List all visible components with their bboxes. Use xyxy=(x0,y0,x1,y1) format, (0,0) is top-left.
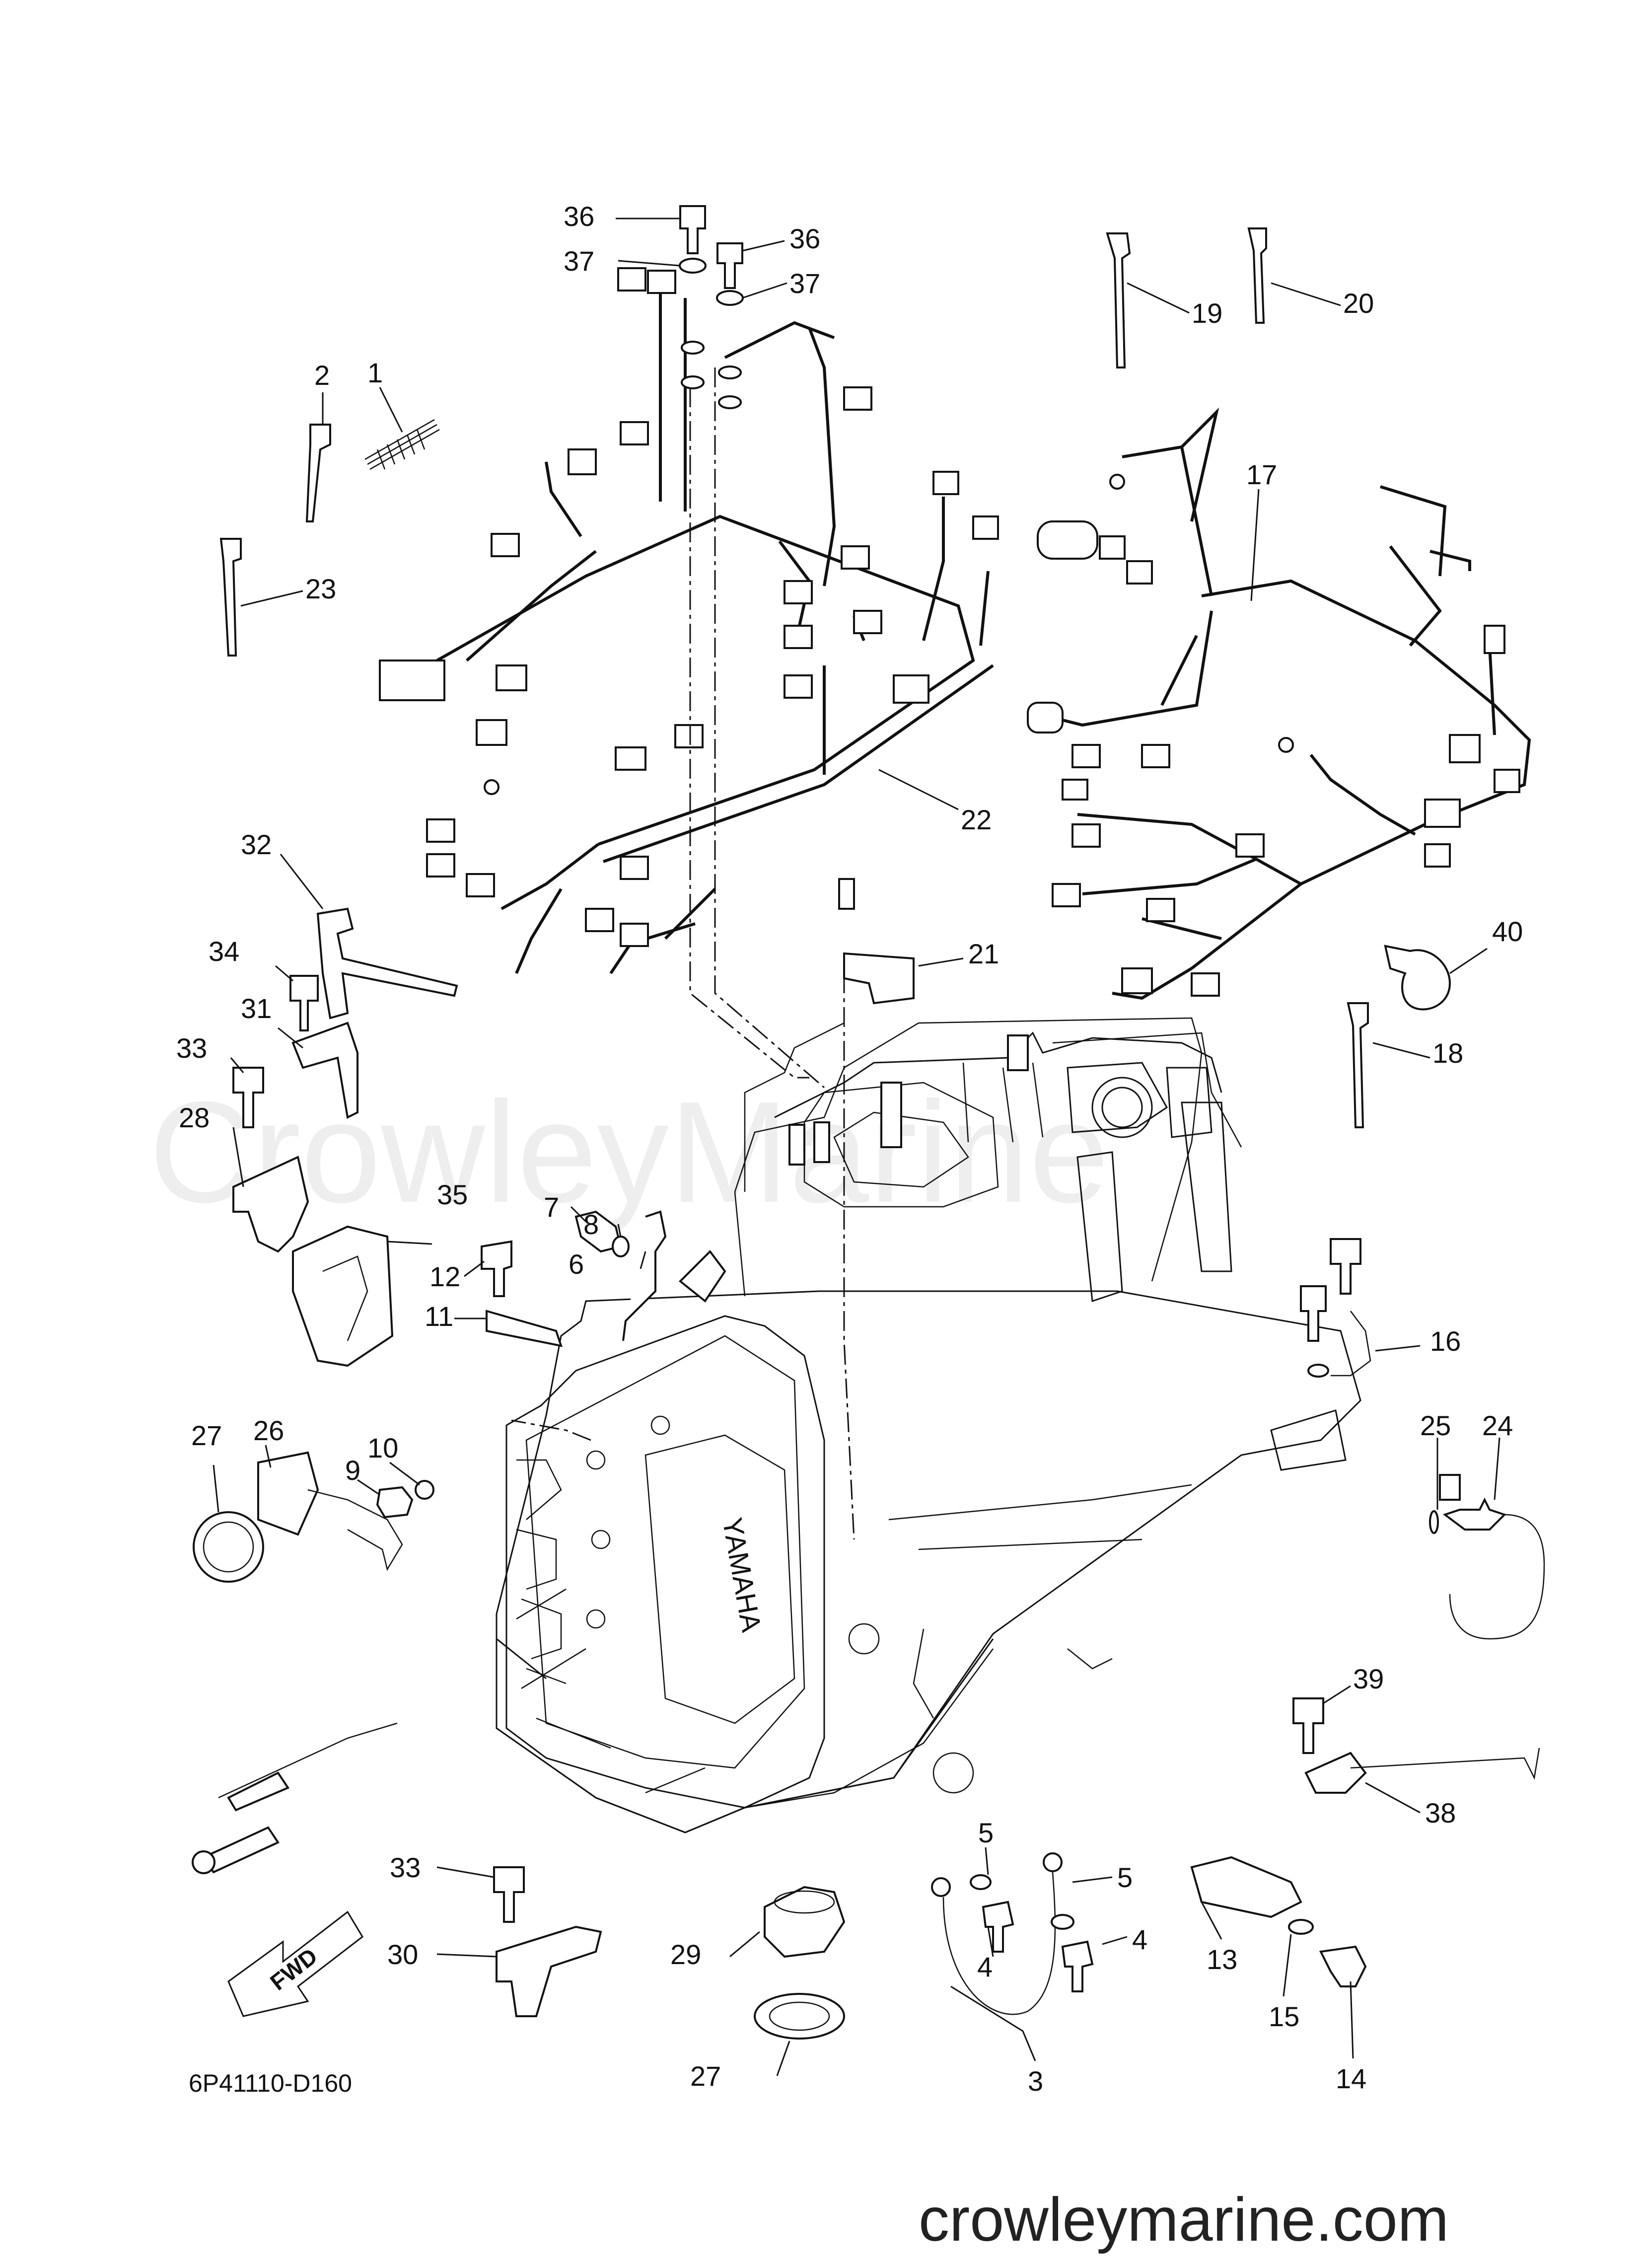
bracket-31 xyxy=(291,1022,358,1119)
cable-tie-19 xyxy=(1106,232,1131,368)
bolt-4b xyxy=(1061,1940,1094,1992)
site-url: crowleymarine.com xyxy=(919,2186,1449,2254)
callout-35: 35 xyxy=(437,1179,468,1210)
callout-40: 40 xyxy=(1492,916,1523,947)
callout-33: 33 xyxy=(176,1032,207,1064)
engine-block xyxy=(496,1017,1361,1833)
fwd-arrow-icon: FWD xyxy=(227,1910,363,2017)
callout-20: 20 xyxy=(1343,288,1374,319)
callout-32: 32 xyxy=(241,829,272,860)
yamaha-logo: YAMAHA xyxy=(716,1515,768,1634)
bracket-38 xyxy=(1304,1752,1367,1794)
bolt-4a xyxy=(982,1901,1014,1953)
callout-19: 19 xyxy=(1192,297,1222,329)
bolt-16b xyxy=(1300,1285,1327,1342)
left-wire-harness[interactable] xyxy=(379,267,999,974)
leader-lines xyxy=(213,218,1500,2076)
callout-13: 13 xyxy=(1207,1944,1237,1975)
callout-11: 11 xyxy=(425,1301,453,1332)
callout-26: 26 xyxy=(253,1415,284,1446)
fwd-label: FWD xyxy=(265,1943,322,1995)
callout-2: 2 xyxy=(314,360,330,391)
sensor-24 xyxy=(1442,1497,1506,1531)
plate-11 xyxy=(486,1310,563,1347)
bolt-12 xyxy=(481,1240,512,1297)
callout-9: 9 xyxy=(345,1455,360,1486)
clip-30 xyxy=(496,1925,602,2017)
grommet-27b xyxy=(754,1993,845,2040)
lead-6 xyxy=(622,1210,667,1341)
watermark: CrowleyMarine xyxy=(149,1072,1109,1233)
callout-37: 37 xyxy=(789,268,820,299)
callout-14: 14 xyxy=(1336,2063,1366,2094)
bolt-14 xyxy=(1319,1945,1367,1987)
callout-29: 29 xyxy=(670,1939,701,1970)
spring-part xyxy=(364,419,440,470)
bolt-39 xyxy=(1292,1697,1324,1754)
callout-10: 10 xyxy=(367,1432,398,1463)
callout-30: 30 xyxy=(387,1939,418,1970)
callout-38: 38 xyxy=(1425,1797,1456,1829)
callout-36: 36 xyxy=(789,223,820,254)
callout-36: 36 xyxy=(564,201,594,232)
callout-7: 7 xyxy=(544,1191,559,1223)
bolt-36b xyxy=(716,242,743,289)
callout-labels: 1 2 3 4 4 5 5 6 7 8 9 10 11 12 13 14 15 … xyxy=(176,201,1523,2097)
callout-25: 25 xyxy=(1420,1410,1451,1441)
callout-8: 8 xyxy=(583,1209,599,1240)
callout-5: 5 xyxy=(1117,1862,1133,1893)
terminal-3a xyxy=(931,1877,951,1897)
callout-39: 39 xyxy=(1353,1663,1384,1694)
callout-6: 6 xyxy=(569,1248,584,1280)
clamp-21 xyxy=(843,952,915,1005)
callout-1: 1 xyxy=(367,357,383,388)
callout-15: 15 xyxy=(1269,2001,1299,2032)
callout-31: 31 xyxy=(241,993,272,1024)
cable-tie-18 xyxy=(1347,1002,1369,1128)
cable-tie-23 xyxy=(219,538,242,657)
ground-lead-3 xyxy=(942,1872,1056,2015)
cap-26 xyxy=(257,1451,319,1536)
throttle-body xyxy=(774,1031,1222,1166)
right-wire-harness[interactable] xyxy=(1027,407,1531,1000)
callout-4: 4 xyxy=(1132,1924,1147,1955)
parts xyxy=(192,205,1545,2040)
callout-3: 3 xyxy=(1028,2065,1043,2097)
callout-22: 22 xyxy=(961,804,992,835)
callout-4: 4 xyxy=(977,1951,993,1982)
nut-9 xyxy=(376,1486,414,1519)
cap-29 xyxy=(764,1886,846,1958)
callout-24: 24 xyxy=(1482,1410,1513,1441)
bolt-33a xyxy=(232,1067,264,1128)
callout-5: 5 xyxy=(978,1817,994,1848)
callout-28: 28 xyxy=(179,1102,210,1133)
clip-40 xyxy=(1384,945,1451,1011)
callout-27: 27 xyxy=(690,2060,721,2092)
drawing-code: 6P41110-D160 xyxy=(189,2069,352,2097)
clip-13 xyxy=(1190,1856,1302,1918)
cover-35 xyxy=(292,1225,394,1367)
bracket-32 xyxy=(316,907,458,1020)
bolt-34 xyxy=(289,975,319,1031)
callout-33: 33 xyxy=(390,1852,421,1883)
callout-27: 27 xyxy=(191,1420,222,1451)
callout-16: 16 xyxy=(1430,1325,1461,1357)
intake-manifold: YAMAHA xyxy=(505,1315,825,1809)
cable-tie-2 xyxy=(305,424,331,522)
callout-18: 18 xyxy=(1432,1037,1463,1069)
assembly-lines xyxy=(511,367,855,1540)
bolt-16a xyxy=(1330,1238,1361,1295)
cable-tie-20 xyxy=(1247,227,1267,324)
callout-34: 34 xyxy=(209,936,239,967)
bolt-36a xyxy=(679,205,706,254)
callout-21: 21 xyxy=(968,938,999,969)
callout-37: 37 xyxy=(564,245,594,277)
bolt-33b xyxy=(493,1866,525,1923)
callout-12: 12 xyxy=(429,1261,460,1292)
callout-17: 17 xyxy=(1246,459,1277,490)
callout-23: 23 xyxy=(305,573,336,604)
holder-28 xyxy=(232,1156,309,1253)
